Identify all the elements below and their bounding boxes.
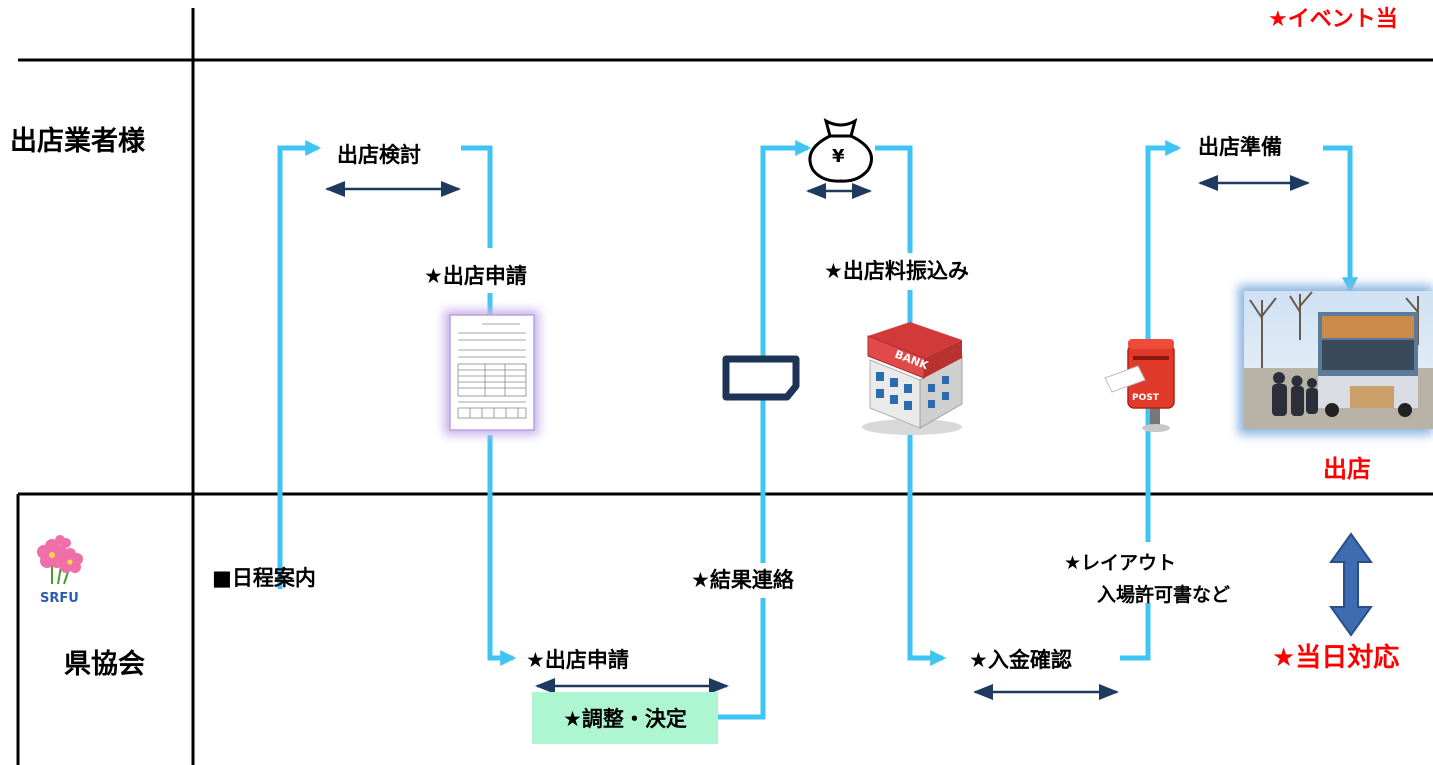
lane-label-association: 県協会 [64, 649, 145, 680]
association-logo-text: SRFU [40, 591, 79, 606]
step-prepare: 出店準備 [1198, 135, 1282, 159]
step-apply-vendor: ★出店申請 [424, 264, 527, 288]
food-truck-photo [1238, 285, 1433, 435]
step-apply-association: ★出店申請 [526, 648, 629, 672]
step-fee-transfer: ★出店料振込み [824, 259, 969, 283]
flow-permit-to-prepare [1145, 139, 1182, 542]
event-day-header: ★イベント当 [1268, 7, 1398, 32]
flow-consider-to-apply [461, 145, 493, 248]
yen-icon: ¥ [832, 146, 845, 167]
flow-lines [277, 139, 1359, 720]
step-adjust-decide: ★調整・決定 [532, 692, 718, 744]
application-form-icon [444, 310, 539, 435]
flow-confirm-to-permit [1120, 603, 1151, 661]
step-result-notice: ★結果連絡 [691, 568, 794, 592]
post-sign: POST [1132, 393, 1160, 403]
flow-decide-to-result [718, 598, 766, 720]
lane-label-vendor: 出店業者様 [10, 126, 145, 157]
day-of-double-arrow [1329, 532, 1373, 637]
bank-icon: BANK [862, 322, 963, 435]
lane-grid [16, 8, 1433, 765]
step-payment-confirm: ★入金確認 [969, 648, 1072, 672]
post-box-icon: POST [1104, 339, 1175, 432]
flow-bank-to-confirm [907, 435, 947, 667]
step-consider: 出店検討 [337, 143, 421, 167]
step-day-of-support: ★当日対応 [1272, 643, 1400, 673]
span-arrows [325, 175, 1310, 700]
step-adjust-decide-label: ★調整・決定 [563, 707, 687, 731]
flow-fee-to-transfer [875, 145, 913, 253]
flow-prepare-to-open [1323, 145, 1359, 294]
flow-schedule-to-consider [277, 139, 322, 589]
step-layout-line1: ★レイアウト [1064, 552, 1177, 574]
association-logo: SRFU [37, 535, 83, 606]
step-schedule-notice: ■日程案内 [212, 566, 316, 590]
flow-result-to-fee [760, 139, 812, 563]
mail-card-icon [722, 355, 800, 401]
money-bag-icon [808, 117, 873, 183]
step-open-store: 出店 [1323, 455, 1371, 483]
step-layout-line2: 入場許可書など [1097, 584, 1231, 606]
flow-form-to-assoc-apply [487, 435, 517, 667]
